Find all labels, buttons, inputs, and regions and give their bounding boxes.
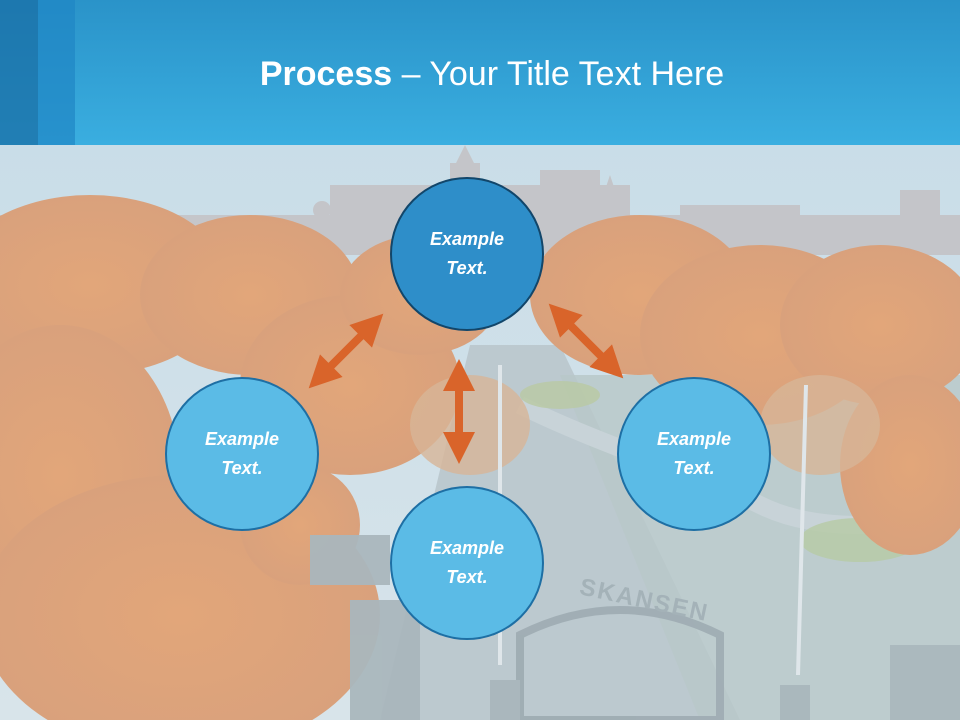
title-bar: Process – Your Title Text Here: [0, 0, 960, 145]
slide-title-bold: Process: [259, 55, 393, 93]
slide-title: Process – Your Title Text Here: [0, 52, 960, 96]
process-node-left[interactable]: Example Text.: [165, 377, 319, 531]
node-label: Example Text.: [429, 229, 505, 278]
node-label: Example Text.: [656, 429, 732, 478]
process-node-bottom[interactable]: Example Text.: [390, 486, 544, 640]
header-accent-block: [38, 0, 75, 145]
node-label: Example Text.: [429, 538, 505, 587]
process-node-center[interactable]: Example Text.: [390, 177, 544, 331]
slide-title-rest: – Your Title Text Here: [392, 55, 725, 93]
node-label: Example Text.: [204, 429, 280, 478]
process-node-right[interactable]: Example Text.: [617, 377, 771, 531]
header-accent-block: [0, 0, 38, 145]
